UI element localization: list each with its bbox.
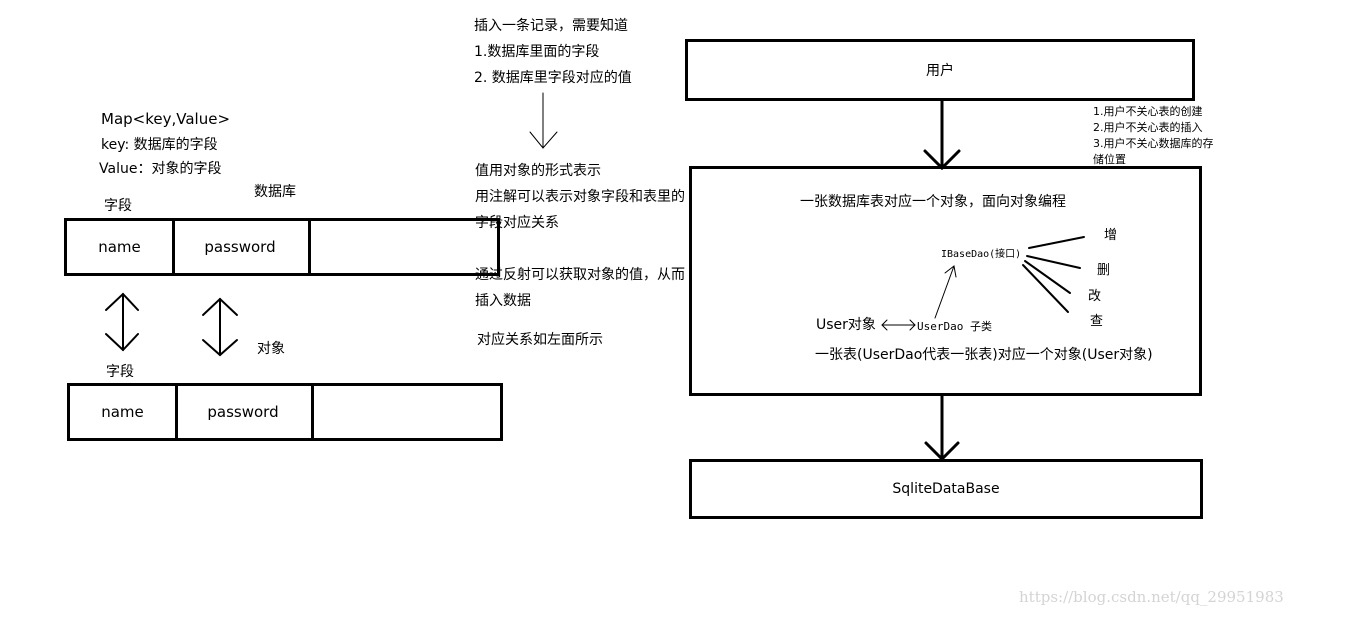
object-to-subclass-arrow <box>881 319 916 331</box>
op-add-label: 增 <box>1104 228 1118 243</box>
user-note-1: 1.用户不关心表的创建 <box>1093 105 1203 118</box>
object-label: 对象 <box>257 341 285 357</box>
user-note-4: 储位置 <box>1093 153 1126 166</box>
user-note-2: 2.用户不关心表的插入 <box>1093 121 1203 134</box>
user-box-label: 用户 <box>926 63 954 79</box>
top-table-caption-database: 数据库 <box>254 184 296 200</box>
map-key-note: key: 数据库的字段 <box>101 137 218 153</box>
reflect-note-line-1: 通过反射可以获取对象的值，从而 <box>475 267 685 283</box>
op-delete-label: 删 <box>1097 263 1111 278</box>
insert-note-line-2: 1.数据库里面的字段 <box>474 44 600 60</box>
sqlite-database-box: SqliteDataBase <box>689 459 1203 519</box>
object-note-line-1: 值用对象的形式表示 <box>475 163 601 179</box>
top-table-cell-name: name <box>67 221 175 273</box>
dao-layer-bottom-note: 一张表(UserDao代表一张表)对应一个对象(User对象) <box>815 347 1153 363</box>
top-table-caption-field: 字段 <box>104 198 132 214</box>
op-query-label: 查 <box>1090 314 1104 329</box>
password-bidirectional-arrow <box>202 297 238 357</box>
map-value-note: Value：对象的字段 <box>99 161 222 177</box>
dao-layer-title: 一张数据库表对应一个对象，面向对象编程 <box>800 194 1066 210</box>
reflect-note-line-2: 插入数据 <box>475 293 531 309</box>
user-note-3: 3.用户不关心数据库的存 <box>1093 137 1214 150</box>
dao-layer-box <box>689 166 1202 396</box>
watermark: https://blog.csdn.net/qq_29951983 <box>1019 588 1284 606</box>
object-note-line-3: 字段对应关系 <box>475 215 559 231</box>
user-to-dao-arrow <box>923 99 961 171</box>
dao-to-sqlite-arrow <box>924 394 960 462</box>
top-table-cell-password: password <box>172 221 311 273</box>
object-note-line-2: 用注解可以表示对象字段和表里的 <box>475 189 685 205</box>
sqlite-database-label: SqliteDataBase <box>892 481 1000 497</box>
ibasedao-interface-label: IBaseDao(接口) <box>941 249 1022 260</box>
middle-down-arrow <box>529 92 558 149</box>
insert-note-line-3: 2. 数据库里字段对应的值 <box>474 70 632 86</box>
user-object-label: User对象 <box>816 317 876 333</box>
insert-note-line-1: 插入一条记录，需要知道 <box>474 18 628 34</box>
name-bidirectional-arrow <box>105 292 139 352</box>
database-table-box: name password <box>64 218 500 276</box>
bottom-table-caption-field: 字段 <box>106 364 134 380</box>
op-update-label: 改 <box>1088 289 1102 304</box>
interface-operation-rays <box>1022 236 1085 313</box>
userdao-subclass-label: UserDao 子类 <box>917 320 992 333</box>
map-type-label: Map<key,Value> <box>101 110 231 128</box>
bottom-table-cell-password: password <box>175 386 314 438</box>
subclass-to-interface-arrow <box>934 265 957 319</box>
object-table-box: name password <box>67 383 503 441</box>
relation-note: 对应关系如左面所示 <box>477 332 603 348</box>
user-box: 用户 <box>685 39 1195 101</box>
bottom-table-cell-name: name <box>70 386 178 438</box>
